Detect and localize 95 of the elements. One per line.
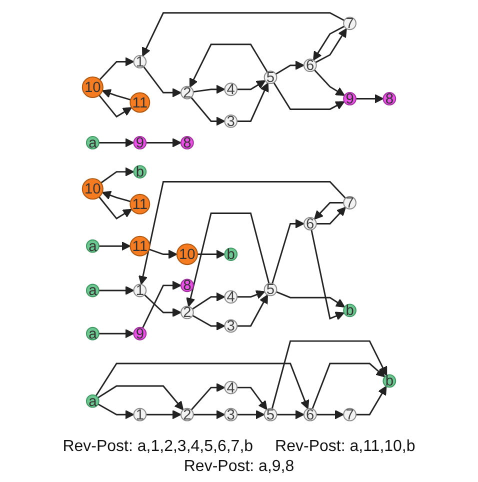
node-circle: 11 xyxy=(130,92,150,113)
node-circle: 5 xyxy=(264,282,278,296)
arrow xyxy=(102,190,131,202)
arrow xyxy=(99,57,134,80)
arrow xyxy=(271,340,388,409)
arrow xyxy=(197,250,226,259)
node-circle: 3 xyxy=(224,319,238,333)
node-circle: 4 xyxy=(224,82,238,96)
arrow xyxy=(237,82,269,122)
node-circle: a xyxy=(86,394,100,408)
arrow xyxy=(98,196,132,220)
node-circle: 3 xyxy=(224,114,238,128)
node-circle: 4 xyxy=(224,290,238,304)
node-circle: a xyxy=(86,239,100,253)
arrow xyxy=(316,410,344,420)
arrow xyxy=(142,280,182,328)
arrow xyxy=(314,69,345,96)
arrow xyxy=(276,410,304,420)
arrow xyxy=(192,314,226,331)
node-circle: 2 xyxy=(180,408,194,422)
node-circle: 11 xyxy=(130,236,150,256)
node-circle: b xyxy=(343,304,356,318)
arrow xyxy=(193,410,226,420)
node-circle: 9 xyxy=(343,92,356,106)
arrow xyxy=(192,292,226,310)
arrow xyxy=(237,80,266,90)
arrow xyxy=(95,362,310,410)
node-circle: 6 xyxy=(303,408,317,422)
node-circle: 8 xyxy=(180,136,194,150)
node-circle: 8 xyxy=(382,92,396,106)
arrow xyxy=(356,386,387,416)
arrow xyxy=(98,94,132,118)
node-circle: 9 xyxy=(133,326,147,340)
order-label: Rev-Post: a,11,10,b xyxy=(275,438,416,456)
arrow xyxy=(98,286,134,296)
arrow xyxy=(237,386,268,410)
node-circle: 4 xyxy=(224,380,238,394)
node-circle: 6 xyxy=(303,58,317,72)
node-circle: a xyxy=(86,136,100,150)
node-circle: 1 xyxy=(133,408,147,422)
arrow xyxy=(312,362,386,410)
order-label: Rev-Post: a,1,2,3,4,5,6,7,b xyxy=(62,438,254,456)
arrow xyxy=(142,12,345,57)
arrow xyxy=(356,94,384,104)
arrow xyxy=(98,403,134,420)
arrow xyxy=(146,138,182,148)
arrow xyxy=(316,206,346,224)
node-circle: a xyxy=(86,284,100,298)
node-circle: 11 xyxy=(130,194,150,214)
arrow xyxy=(190,96,226,126)
arrow xyxy=(98,138,134,148)
node-circle: 7 xyxy=(343,16,356,30)
arrow xyxy=(143,66,182,98)
arrow xyxy=(148,248,178,259)
node-circle: 10 xyxy=(82,76,104,98)
arrow xyxy=(272,219,304,284)
node-circle: 7 xyxy=(343,408,356,422)
arrow xyxy=(276,291,346,308)
arrow xyxy=(190,382,226,410)
node-circle: 3 xyxy=(224,408,238,422)
node-circle: 10 xyxy=(82,178,104,200)
arrow xyxy=(146,410,182,420)
node-circle: a xyxy=(86,326,100,340)
arrow xyxy=(314,202,344,220)
arrow xyxy=(100,167,134,184)
arrow xyxy=(189,44,268,88)
arrow xyxy=(275,60,304,75)
node-circle: 9 xyxy=(133,136,147,150)
arrow xyxy=(237,410,265,420)
node-circle: 2 xyxy=(180,306,194,320)
node-circle: 8 xyxy=(180,278,194,292)
arrow xyxy=(186,212,270,307)
arrow xyxy=(102,89,131,100)
node-circle: b xyxy=(133,165,147,178)
arrow xyxy=(98,385,184,410)
arrow xyxy=(98,241,131,251)
arrow xyxy=(138,181,346,285)
node-circle: 5 xyxy=(264,408,278,422)
arrow xyxy=(310,230,344,320)
node-circle: 6 xyxy=(303,217,317,230)
arrow xyxy=(193,84,226,94)
order-label: Rev-Post: a,9,8 xyxy=(184,458,294,476)
arrow xyxy=(237,294,268,327)
node-circle: b xyxy=(224,248,238,261)
node-circle: 7 xyxy=(343,196,356,210)
arrow xyxy=(144,294,182,318)
node-circle: b xyxy=(382,374,396,388)
node-circle: 10 xyxy=(176,244,198,266)
arrow xyxy=(98,329,134,338)
node-circle: 2 xyxy=(180,86,194,100)
arrow xyxy=(237,290,266,299)
node-circle: 5 xyxy=(264,70,278,84)
node-circle: 1 xyxy=(133,284,147,298)
node-circle: 1 xyxy=(133,55,147,68)
arrow xyxy=(273,82,345,110)
